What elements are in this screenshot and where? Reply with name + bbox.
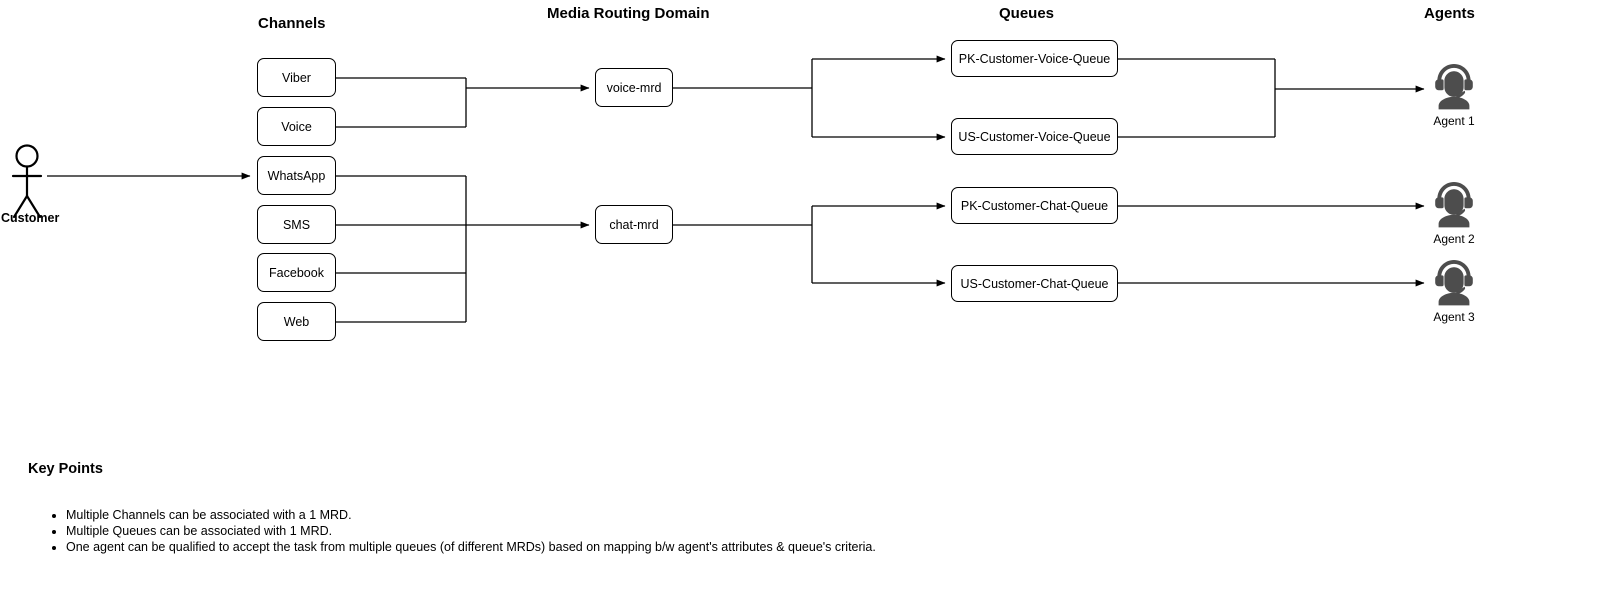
queue-node-pk-customer-chat-queue[interactable]: PK-Customer-Chat-Queue bbox=[951, 187, 1118, 224]
column-title-channels: Channels bbox=[258, 15, 326, 32]
mrd-node-voice-mrd[interactable]: voice-mrd bbox=[595, 68, 673, 107]
agent-3[interactable]: Agent 3 bbox=[1425, 254, 1483, 324]
channel-node-web[interactable]: Web bbox=[257, 302, 336, 341]
channel-node-facebook[interactable]: Facebook bbox=[257, 253, 336, 292]
key-point-item: Multiple Queues can be associated with 1… bbox=[66, 523, 1128, 539]
queue-node-us-customer-voice-queue[interactable]: US-Customer-Voice-Queue bbox=[951, 118, 1118, 155]
channel-node-whatsapp[interactable]: WhatsApp bbox=[257, 156, 336, 195]
key-point-item: Multiple Channels can be associated with… bbox=[66, 507, 1128, 523]
headset-agent-icon bbox=[1435, 182, 1473, 228]
channel-node-sms[interactable]: SMS bbox=[257, 205, 336, 244]
agent-1[interactable]: Agent 1 bbox=[1425, 58, 1483, 128]
agent-2[interactable]: Agent 2 bbox=[1425, 176, 1483, 246]
key-points-title: Key Points bbox=[28, 461, 103, 477]
key-point-item: One agent can be qualified to accept the… bbox=[66, 539, 1128, 555]
headset-agent-icon bbox=[1435, 64, 1473, 110]
column-title-media-routing-domain: Media Routing Domain bbox=[547, 5, 710, 22]
agent-3-label: Agent 3 bbox=[1433, 310, 1475, 324]
column-title-queues: Queues bbox=[999, 5, 1055, 22]
customer-actor-icon bbox=[11, 144, 43, 219]
column-title-agents: Agents bbox=[1424, 5, 1475, 22]
queue-node-us-customer-chat-queue[interactable]: US-Customer-Chat-Queue bbox=[951, 265, 1118, 302]
channel-node-viber[interactable]: Viber bbox=[257, 58, 336, 97]
agent-2-label: Agent 2 bbox=[1433, 232, 1475, 246]
channel-node-voice[interactable]: Voice bbox=[257, 107, 336, 146]
headset-agent-icon bbox=[1435, 260, 1473, 306]
key-points-section: Key Points Multiple Channels can be asso… bbox=[28, 461, 1128, 555]
key-points-list: Multiple Channels can be associated with… bbox=[28, 507, 1128, 555]
queue-node-pk-customer-voice-queue[interactable]: PK-Customer-Voice-Queue bbox=[951, 40, 1118, 77]
mrd-node-chat-mrd[interactable]: chat-mrd bbox=[595, 205, 673, 244]
agent-1-label: Agent 1 bbox=[1433, 114, 1475, 128]
